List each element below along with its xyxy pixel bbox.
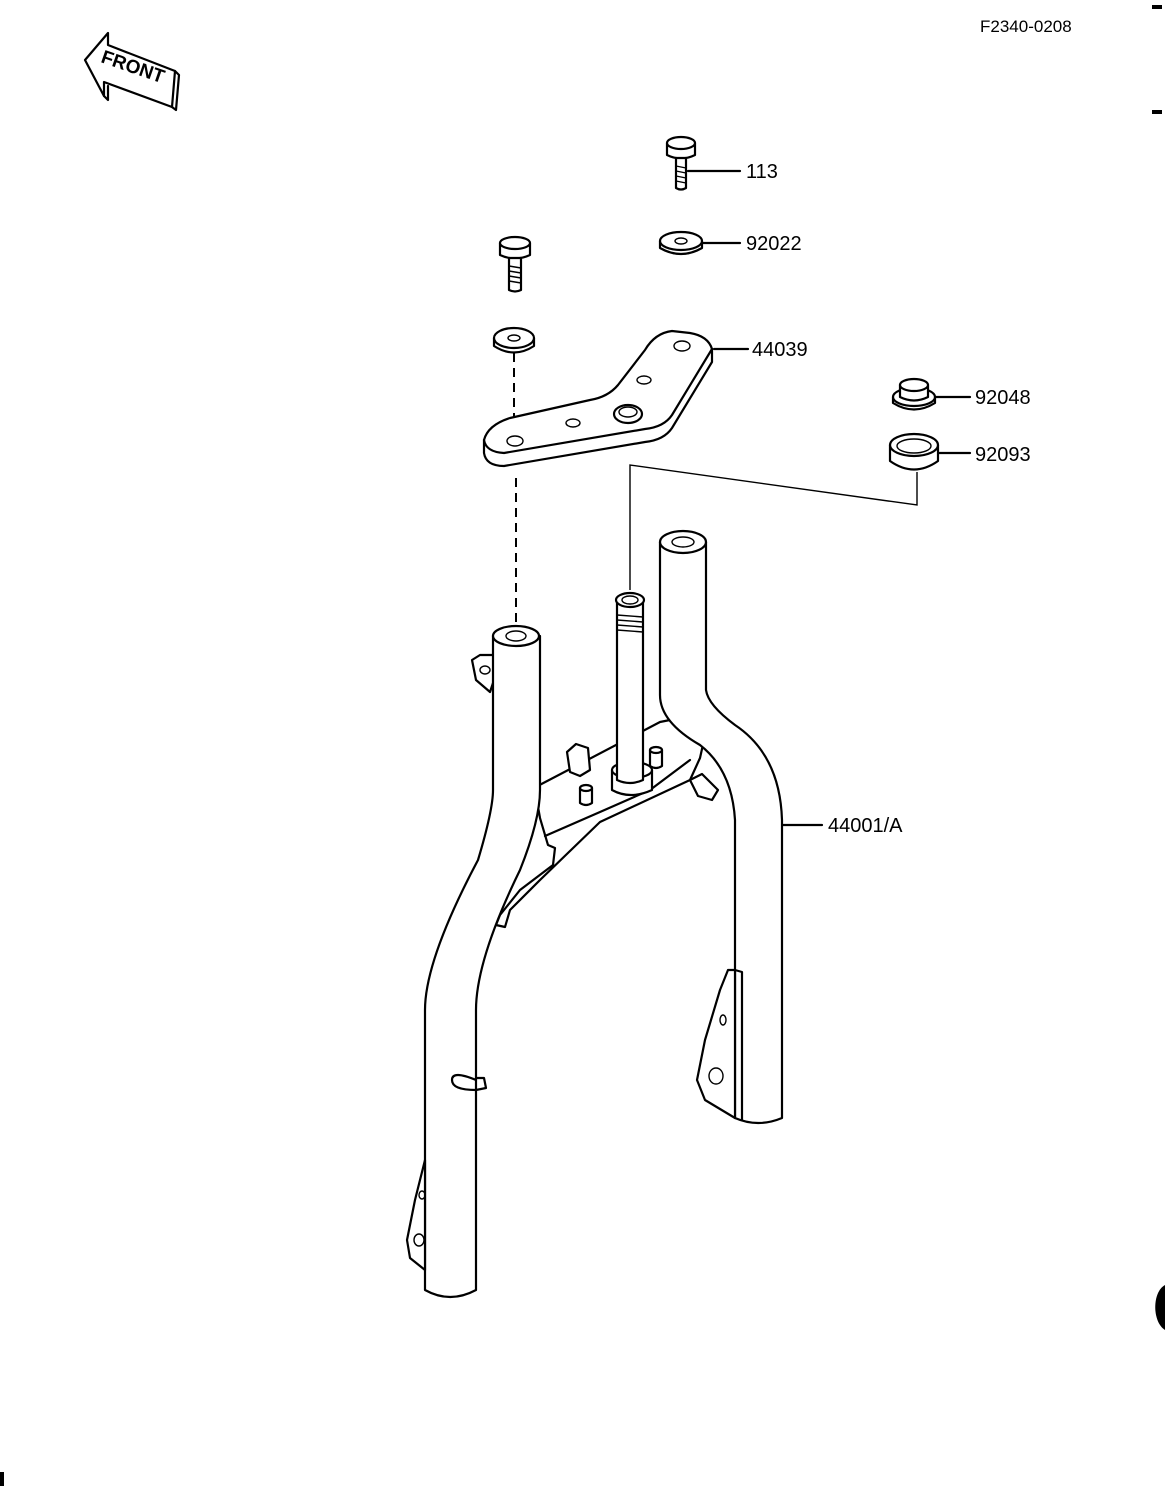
left-bolt-icon [498, 235, 532, 293]
assembly-line-stem [629, 464, 918, 590]
diagram-code: F2340-0208 [980, 17, 1072, 36]
washer-92022-icon [658, 230, 704, 256]
cap-92048-icon [891, 377, 937, 411]
fork-frame-44001-icon [405, 529, 784, 1299]
plate-44039-icon [482, 329, 714, 468]
seal-92093-icon [888, 432, 940, 471]
left-washer-icon [492, 326, 536, 354]
part-label-44039: 44039 [752, 339, 808, 361]
bolt-113-icon [665, 135, 697, 191]
part-label-92048: 92048 [975, 387, 1031, 409]
part-label-113: 113 [746, 161, 778, 183]
front-arrow-icon: FRONT [83, 31, 181, 112]
part-label-44001: 44001/A [828, 815, 903, 837]
part-label-92022: 92022 [746, 233, 802, 255]
part-label-92093: 92093 [975, 444, 1031, 466]
margin-marks [0, 5, 1165, 1486]
